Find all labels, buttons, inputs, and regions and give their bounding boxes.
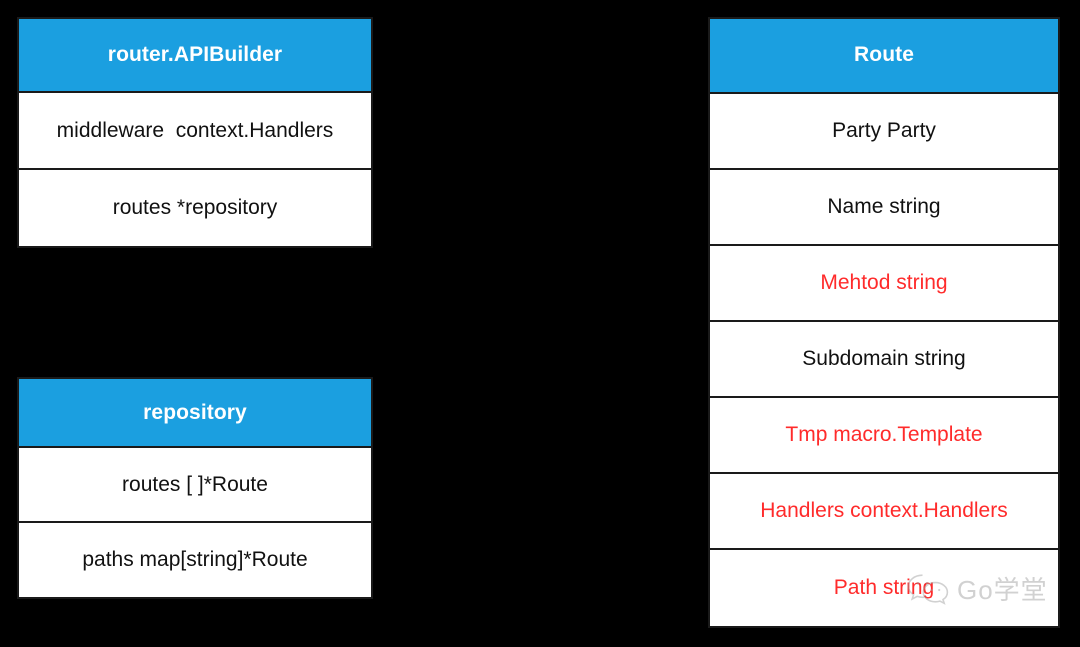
class-field-routes-slice: routes [ ]*Route [19,448,371,523]
class-field-subdomain: Subdomain string [710,321,1058,398]
class-field-middleware: middleware context.Handlers [19,93,371,170]
class-field-paths-map: paths map[string]*Route [19,522,371,598]
class-field-path: Path string [710,550,1058,627]
class-field-tmp: Tmp macro.Template [710,397,1058,474]
uml-class-router-apibuilder: router.APIBuilder middleware context.Han… [17,17,373,248]
class-field-routes-repository: routes *repository [19,169,371,246]
class-field-handlers: Handlers context.Handlers [710,474,1058,551]
class-field-name: Name string [710,169,1058,246]
class-title-router-apibuilder: router.APIBuilder [19,19,371,94]
class-title-route: Route [710,19,1058,94]
uml-class-repository: repository routes [ ]*Route paths map[st… [17,377,373,599]
class-field-mehtod: Mehtod string [710,245,1058,322]
class-field-party: Party Party [710,93,1058,170]
class-title-repository: repository [19,379,371,449]
uml-class-route: Route Party Party Name string Mehtod str… [708,17,1060,628]
